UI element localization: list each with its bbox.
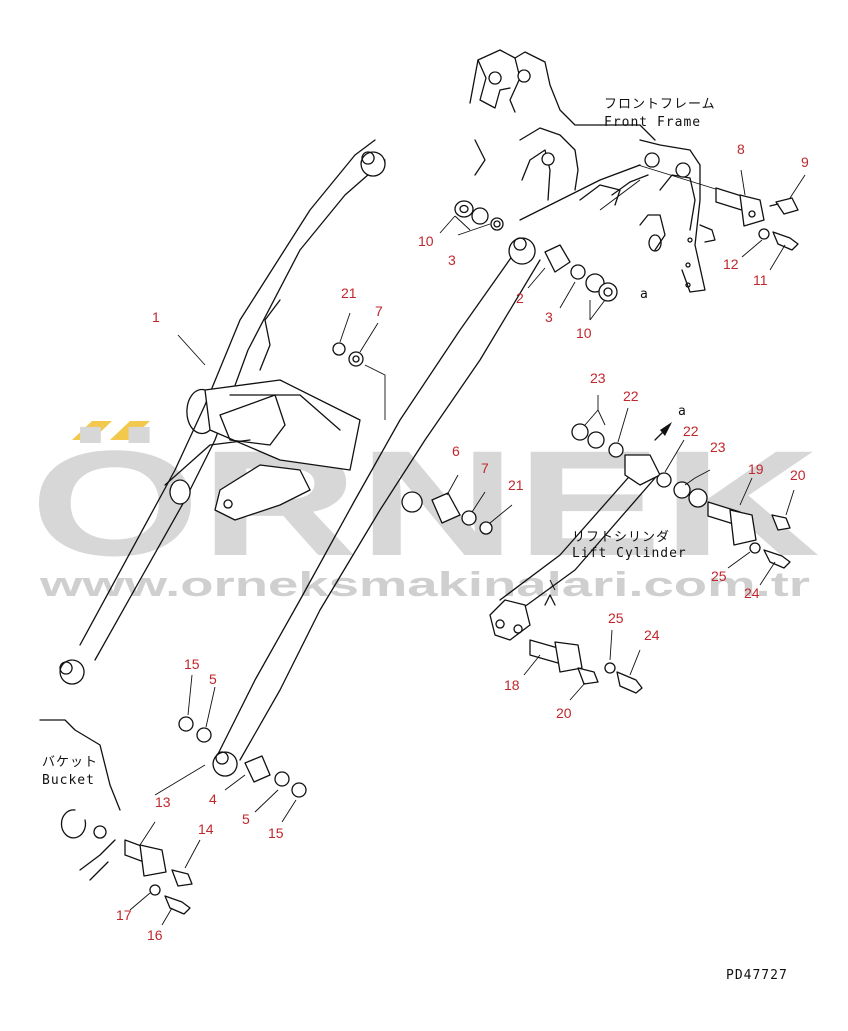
part-callout: 18 [504, 677, 520, 693]
part-callout: 3 [545, 309, 553, 325]
part-callout: 16 [147, 927, 163, 943]
bucket [39, 719, 121, 881]
watermark-url: www.orneksmakinalari.com.tr [38, 566, 810, 604]
part-callout: 24 [644, 627, 660, 643]
view-marker-a: a [678, 404, 687, 419]
drawing-number: PD47727 [726, 968, 788, 983]
lift-cylinder-label-jp: リフトシリンダ [572, 530, 670, 545]
front-frame [469, 49, 736, 293]
lift-cylinder-label-en: Lift Cylinder [572, 546, 687, 561]
part-callout: 21 [341, 285, 357, 301]
part-callout: 2 [516, 290, 524, 306]
part-callout: 15 [268, 825, 284, 841]
arrow-a [660, 422, 672, 436]
front-frame-label-jp: フロントフレーム [604, 97, 716, 112]
part-callout: 20 [556, 705, 572, 721]
part-callout: 20 [790, 467, 806, 483]
part-callouts: 1 2 3 3 4 5 5 6 7 7 8 9 10 10 11 12 13 1… [116, 141, 809, 943]
part-callout: 5 [209, 671, 217, 687]
part-callout: 25 [608, 610, 624, 626]
lift-cylinder [489, 422, 672, 641]
hardware [93, 187, 799, 915]
bucket-label-jp: バケット [42, 755, 98, 770]
part-callout: 7 [481, 460, 489, 476]
watermark-accent-mark [72, 421, 112, 440]
part-callout: 11 [753, 272, 768, 288]
part-callout: 4 [209, 791, 217, 807]
part-callout: 3 [448, 252, 456, 268]
part-callout: 9 [801, 154, 809, 170]
front-frame-label-en: Front Frame [604, 115, 701, 130]
watermark-brand: ÖRNEK [30, 419, 820, 587]
part-callout: 12 [723, 256, 739, 272]
watermark-accent-mark [110, 421, 150, 440]
part-callout: 17 [116, 907, 132, 923]
bucket-label-en: Bucket [42, 773, 95, 788]
part-callout: 6 [452, 443, 460, 459]
part-callout: 14 [198, 821, 214, 837]
part-callout: 24 [744, 585, 760, 601]
part-callout: 15 [184, 656, 200, 672]
part-callout: 23 [710, 439, 726, 455]
part-callout: 23 [590, 370, 606, 386]
leader-lines [129, 169, 806, 926]
part-callout: 25 [711, 568, 727, 584]
captions: フロントフレーム Front Frame リフトシリンダ Lift Cylind… [42, 97, 788, 983]
part-callout: 10 [418, 233, 434, 249]
part-callout: 21 [508, 477, 524, 493]
part-callout: 19 [748, 461, 764, 477]
view-marker-a: a [640, 287, 649, 302]
lift-arm [59, 139, 541, 777]
part-callout: 7 [375, 303, 383, 319]
part-callout: 8 [737, 141, 745, 157]
part-callout: 22 [683, 423, 699, 439]
watermark: ÖRNEK www.orneksmakinalari.com.tr [30, 419, 820, 604]
part-callout: 10 [576, 325, 592, 341]
part-callout: 1 [152, 309, 160, 325]
part-callout: 13 [155, 794, 171, 810]
part-callout: 22 [623, 388, 639, 404]
part-callout: 5 [242, 811, 250, 827]
